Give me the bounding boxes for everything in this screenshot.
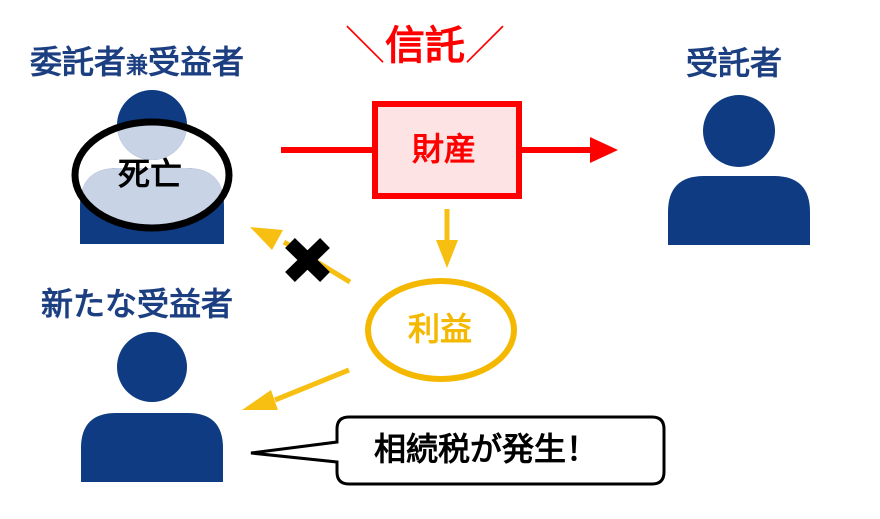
beneficiary-label: 受益者 — [148, 43, 245, 81]
settlor-label: 委託者 — [30, 43, 127, 81]
property-box — [372, 101, 522, 199]
trust-slash-right: ／ — [465, 23, 505, 69]
trustee-label: 受託者 — [686, 44, 783, 82]
cross-icon — [285, 237, 330, 283]
trust-slash-left: ＼ — [345, 23, 385, 69]
trust-title: ＼信託／ — [345, 26, 505, 66]
trust-arrow-icon — [281, 137, 618, 163]
death-oval — [71, 118, 233, 232]
speech-bubble — [250, 415, 666, 486]
settlor-person-icon — [71, 90, 233, 244]
profit-ellipse — [365, 278, 517, 382]
new-benefit-arrow-icon — [242, 367, 350, 410]
death-label: 死亡 — [118, 155, 183, 193]
profit-label: 利益 — [408, 310, 473, 348]
new-beneficiary-person-icon — [81, 332, 223, 482]
settlor-beneficiary-label: 委託者兼受益者 — [30, 46, 244, 78]
and-label: 兼 — [126, 54, 149, 79]
new-beneficiary-label: 新たな受益者 — [41, 285, 234, 323]
speech-text: 相続税が発生！ — [374, 430, 599, 468]
profit-down-arrow-icon — [436, 209, 458, 268]
property-label: 財産 — [412, 130, 477, 168]
trustee-person-icon — [668, 95, 810, 245]
trust-title-text: 信託 — [385, 23, 465, 69]
